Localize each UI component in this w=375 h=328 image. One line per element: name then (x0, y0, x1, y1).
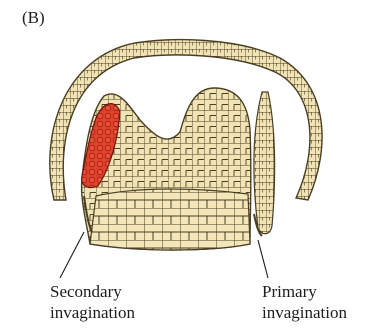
primary-invagination-label: Primary invagination (262, 281, 347, 323)
primary-label-line2: invagination (262, 302, 347, 323)
secondary-label-line2: invagination (50, 302, 135, 323)
secondary-label-line1: Secondary (50, 281, 135, 302)
primary-leader-line (258, 240, 268, 278)
secondary-leader-line (60, 232, 84, 278)
secondary-invagination-label: Secondary invagination (50, 281, 135, 323)
primary-label-line1: Primary (262, 281, 347, 302)
lower-large-cells (90, 189, 250, 250)
primary-fold (254, 92, 275, 234)
